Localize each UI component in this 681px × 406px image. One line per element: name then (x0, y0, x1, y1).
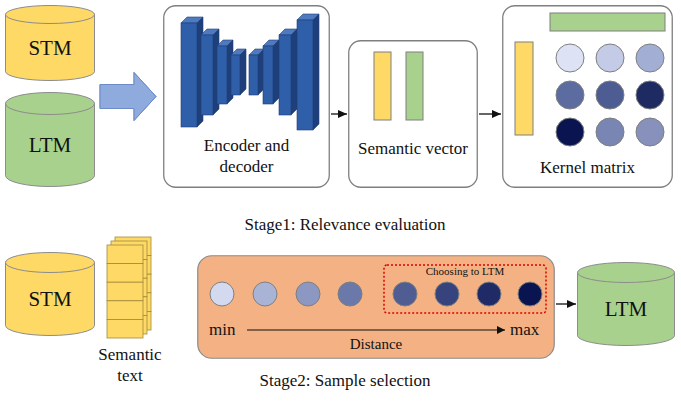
cylinder-top (6, 93, 95, 115)
dotted-border (384, 265, 546, 313)
layer-side (291, 29, 297, 115)
text-cell (107, 301, 143, 320)
connector (479, 114, 501, 115)
layer-front (297, 20, 313, 130)
process-box: Kernel matrix (502, 5, 673, 188)
process-box: Encoder and decoder (163, 5, 330, 188)
cylinder-top (6, 253, 95, 273)
axis-head (497, 326, 505, 334)
layer-front (201, 35, 213, 115)
block-arrow (100, 73, 156, 121)
layer-front (263, 46, 273, 104)
layer-side (240, 49, 246, 95)
vector-bar (374, 52, 391, 120)
vector-bar (550, 13, 665, 31)
text-cell (107, 264, 143, 283)
panel-border (198, 256, 555, 359)
matrix-cell (636, 118, 664, 146)
node-text: LTM (577, 296, 675, 322)
connector (331, 114, 347, 115)
sample-dot (477, 282, 501, 306)
matrix-cell (556, 81, 584, 109)
matrix-cell (636, 44, 664, 72)
box-border (164, 6, 330, 188)
text-cell (107, 319, 143, 338)
block-arrow (100, 73, 156, 121)
sample-dot (253, 282, 277, 306)
cylinder-top (578, 263, 675, 283)
text-cell (107, 245, 143, 264)
layer-front (231, 55, 240, 95)
stage-caption: Stage1: Relevance evaluation (145, 214, 545, 235)
layer-front (279, 35, 291, 115)
node-text: Semantic text (95, 344, 165, 387)
node-text: Distance (297, 335, 455, 354)
node-text: Choosing to LTM (383, 265, 547, 279)
text-cell (107, 282, 143, 301)
matrix-cell (556, 118, 584, 146)
cylinder-body (578, 272, 675, 346)
matrix-cell (596, 44, 624, 72)
matrix-cell (636, 81, 664, 109)
layer-front (217, 46, 227, 104)
sample-dot (393, 282, 417, 306)
sample-dot (435, 282, 459, 306)
stage-caption: Stage2: Sample selection (145, 370, 545, 391)
cylinder-top (6, 6, 95, 24)
memory-cylinder: STM (5, 5, 95, 81)
node-text: STM (5, 35, 95, 61)
matrix-cell (596, 81, 624, 109)
node-text: Kernel matrix (502, 157, 673, 178)
connector (100, 73, 156, 121)
memory-cylinder: STM (5, 252, 95, 336)
cylinder-body (6, 103, 95, 187)
sample-dot (518, 282, 542, 306)
sample-dot (296, 282, 320, 306)
selection-box: Choosing to LTM (383, 264, 547, 314)
connector (556, 304, 576, 305)
box-border (503, 6, 673, 188)
memory-cylinder: LTM (577, 262, 675, 346)
node-text: STM (5, 286, 95, 312)
layer-front (249, 55, 258, 95)
matrix-cell (596, 118, 624, 146)
arrow-line (331, 113, 347, 114)
text-stack: Semantic text (95, 228, 165, 398)
sample-dot (338, 282, 362, 306)
sample-dot (210, 282, 234, 306)
process-box: Semantic vector (348, 40, 478, 188)
cylinder-body (6, 262, 95, 336)
box-border (349, 41, 478, 188)
distance-panel: minDistance max Choosing to LTM (197, 255, 555, 359)
node-text: Semantic vector (358, 138, 468, 159)
layer-side (313, 14, 319, 130)
arrow-line (479, 113, 501, 114)
node-text: Encoder and decoder (183, 135, 310, 178)
layer-side (273, 40, 279, 104)
vector-bar (515, 42, 533, 135)
distance-axis (247, 329, 505, 330)
node-text: LTM (5, 132, 95, 158)
memory-cylinder: LTM (5, 92, 95, 187)
layer-front (181, 23, 197, 127)
node-text: max (510, 319, 552, 340)
arrow-line (556, 303, 576, 304)
node-text: min (209, 319, 249, 340)
connector (100, 73, 156, 121)
node-shape (348, 40, 478, 188)
matrix-cell (556, 44, 584, 72)
vector-bar (406, 52, 423, 120)
